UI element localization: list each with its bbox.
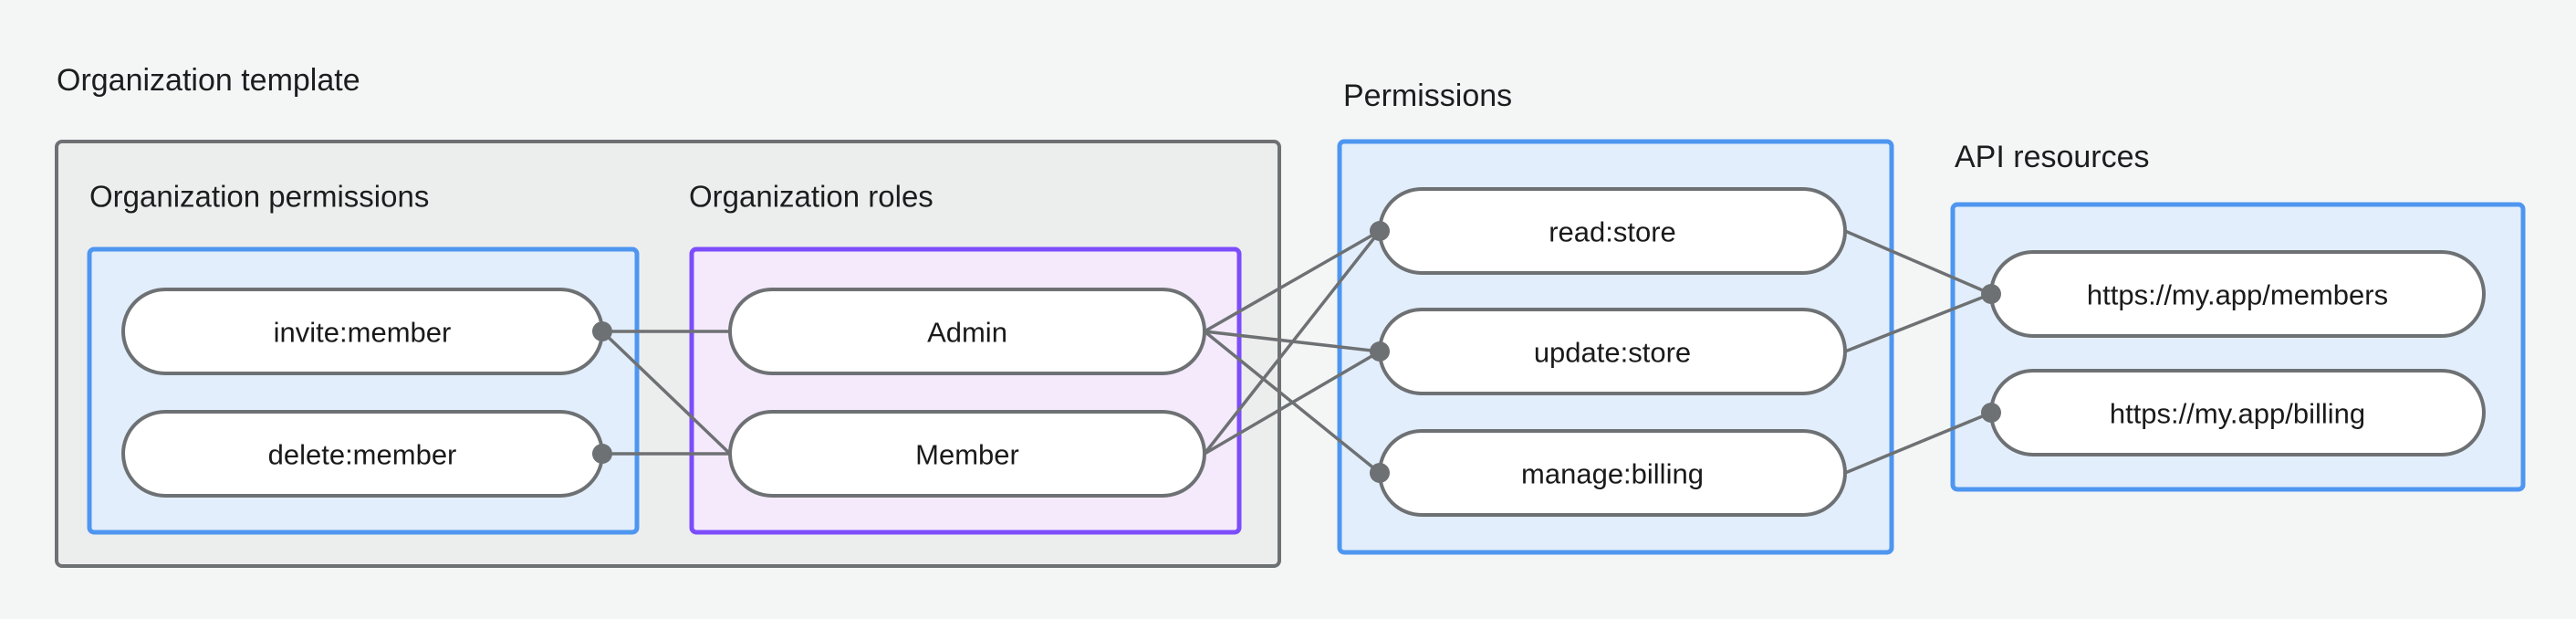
edge-admin-to-read-store	[1204, 229, 1381, 333]
node-billing-url-label: https://my.app/billing	[2110, 398, 2365, 430]
node-admin[interactable]: Admin	[728, 288, 1206, 375]
port-billing-url-in	[1981, 403, 2001, 423]
node-read-store[interactable]: read:store	[1378, 187, 1847, 275]
node-members-url-label: https://my.app/members	[2087, 279, 2388, 311]
node-manage-billing[interactable]: manage:billing	[1378, 429, 1847, 517]
node-update-store-label: update:store	[1534, 337, 1691, 369]
node-admin-label: Admin	[927, 317, 1007, 349]
edge-manage-billing-to-billing-url	[1844, 411, 1992, 475]
node-members-url[interactable]: https://my.app/members	[1989, 250, 2486, 338]
port-delete-member-out	[592, 444, 612, 464]
node-manage-billing-label: manage:billing	[1521, 458, 1704, 490]
node-admin-shape[interactable]	[728, 288, 1206, 375]
organization-roles-title: Organization roles	[689, 180, 933, 214]
edge-read-store-to-members-url	[1844, 229, 1992, 296]
port-members-url-in	[1981, 284, 2001, 304]
edge-member-to-update-store	[1204, 350, 1381, 456]
node-member-shape[interactable]	[728, 410, 1206, 498]
api-resources-title: API resources	[1955, 140, 2150, 174]
port-update-store-in	[1370, 341, 1390, 362]
edge-layer	[600, 229, 1992, 475]
node-member-label: Member	[915, 439, 1019, 471]
port-manage-billing-in	[1370, 463, 1390, 483]
edge-update-store-to-members-url	[1844, 292, 1992, 353]
organization-permissions-title: Organization permissions	[89, 180, 429, 214]
edge-member-to-read-store	[1203, 229, 1382, 456]
organization-template-title: Organization template	[57, 63, 360, 98]
node-update-store[interactable]: update:store	[1378, 308, 1847, 395]
node-invite-member-label: invite:member	[274, 317, 452, 349]
port-invite-member-out	[592, 321, 612, 341]
node-delete-member[interactable]: delete:member	[121, 410, 604, 498]
node-delete-member-label: delete:member	[268, 439, 457, 471]
node-read-store-label: read:store	[1549, 216, 1676, 248]
edge-invite-member-to-member	[600, 330, 732, 456]
port-layer	[592, 221, 2001, 483]
permissions-title: Permissions	[1343, 79, 1512, 113]
node-member[interactable]: Member	[728, 410, 1206, 498]
node-billing-url[interactable]: https://my.app/billing	[1989, 369, 2486, 456]
port-read-store-in	[1370, 221, 1390, 241]
node-invite-member[interactable]: invite:member	[121, 288, 604, 375]
